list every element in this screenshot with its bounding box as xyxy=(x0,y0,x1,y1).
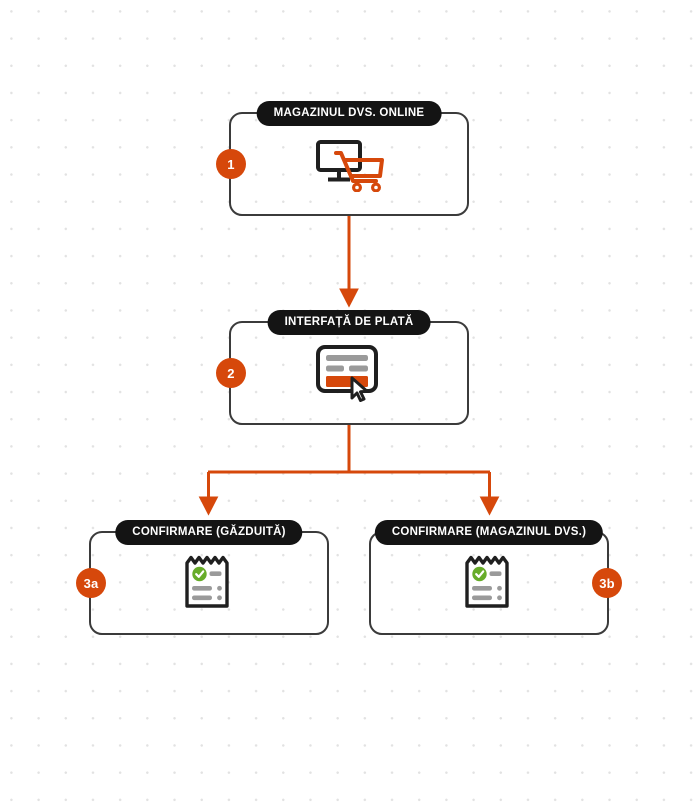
node-confirm-hosted-badge: 3a xyxy=(76,568,106,598)
node-confirm-merchant[interactable]: CONFIRMARE (MAGAZINUL DVS.) 3b xyxy=(369,520,622,635)
monitor-cart-icon xyxy=(231,136,467,192)
node-store-badge: 1 xyxy=(216,149,246,179)
payment-card-icon xyxy=(231,344,467,402)
node-store-title: MAGAZINUL DVS. ONLINE xyxy=(256,101,442,126)
node-store[interactable]: MAGAZINUL DVS. ONLINE 1 xyxy=(216,101,469,216)
node-confirm-hosted-title: CONFIRMARE (GĂZDUITĂ) xyxy=(115,520,303,545)
node-payment-badge: 2 xyxy=(216,358,246,388)
node-payment-title: INTERFAȚĂ DE PLATĂ xyxy=(267,310,431,335)
receipt-check-icon xyxy=(371,554,607,612)
connector-payment-to-confirmations xyxy=(198,425,500,516)
node-confirm-merchant-badge: 3b xyxy=(592,568,622,598)
node-payment[interactable]: INTERFAȚĂ DE PLATĂ 2 xyxy=(216,310,469,425)
node-confirm-merchant-title: CONFIRMARE (MAGAZINUL DVS.) xyxy=(374,520,604,545)
node-confirm-hosted[interactable]: CONFIRMARE (GĂZDUITĂ) 3a xyxy=(76,520,329,635)
receipt-check-icon xyxy=(91,554,327,612)
